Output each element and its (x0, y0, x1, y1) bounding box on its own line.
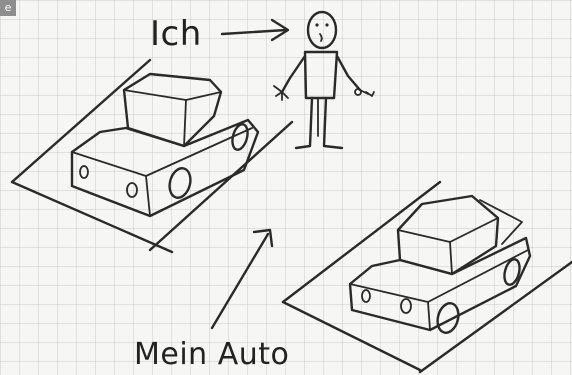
label-my-car: Mein Auto (134, 337, 289, 372)
corner-badge: e (0, 0, 16, 16)
label-me: Ich (150, 14, 202, 54)
